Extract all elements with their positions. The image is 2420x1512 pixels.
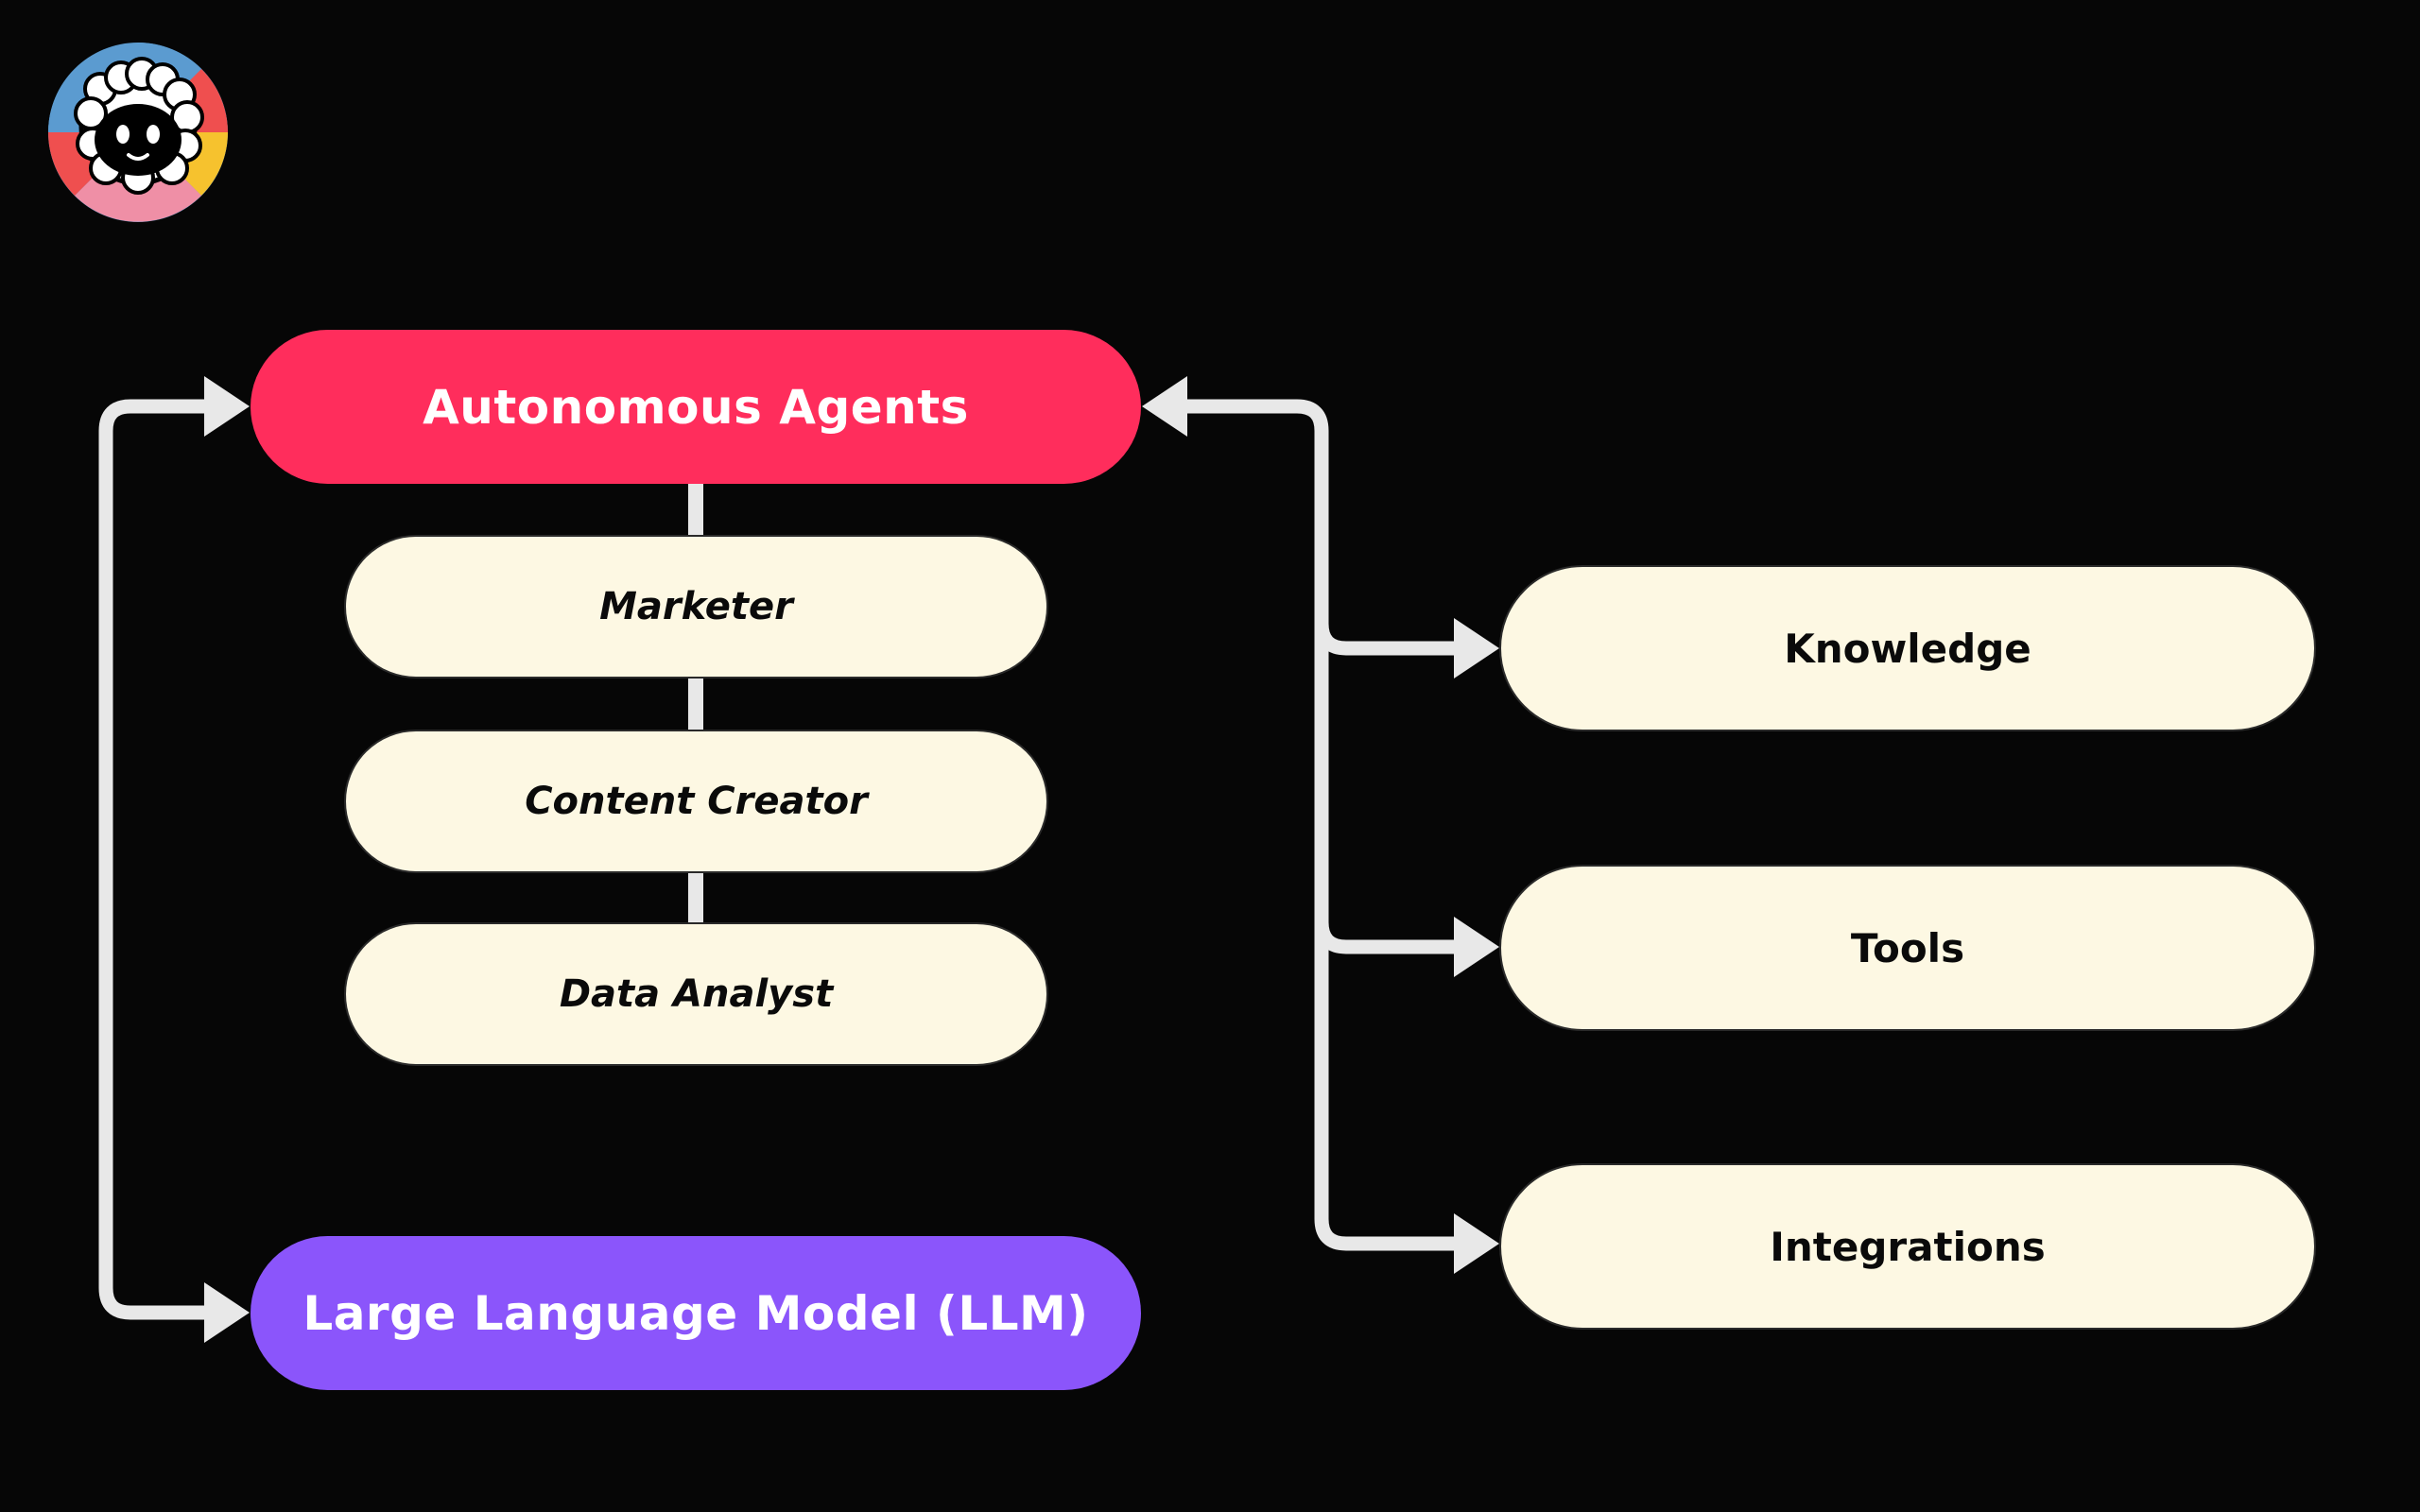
connector-marketer-content-creator (688, 679, 703, 731)
resource-node-tools: Tools (1499, 865, 2316, 1031)
connector-agents-bus (1184, 399, 1458, 1251)
autonomous-agents-node: Autonomous Agents (251, 330, 1141, 484)
connector-content-creator-data-analyst (688, 873, 703, 924)
connector-bus-tools (1314, 921, 1458, 954)
role-node-marketer: Marketer (344, 535, 1048, 679)
connector-agents-marketer (688, 484, 703, 537)
arrowhead-to-knowledge-icon (1454, 618, 1499, 679)
arrowhead-to-integrations-icon (1454, 1213, 1499, 1274)
connector-agents-llm (98, 399, 208, 1320)
arrowhead-to-agents-icon (204, 376, 250, 437)
connector-bus-knowledge (1314, 623, 1458, 656)
large-language-model-node: Large Language Model (LLM) (251, 1236, 1141, 1390)
arrowhead-to-llm-icon (204, 1282, 250, 1343)
resource-node-knowledge: Knowledge (1499, 565, 2316, 731)
sheep-face-logo-icon (48, 43, 228, 222)
role-node-data-analyst: Data Analyst (344, 922, 1048, 1066)
arrowhead-back-to-agents-icon (1142, 376, 1187, 437)
arrowhead-to-tools-icon (1454, 917, 1499, 977)
role-node-content-creator: Content Creator (344, 730, 1048, 873)
resource-node-integrations: Integrations (1499, 1163, 2316, 1330)
role-stack-connectors (688, 484, 703, 924)
